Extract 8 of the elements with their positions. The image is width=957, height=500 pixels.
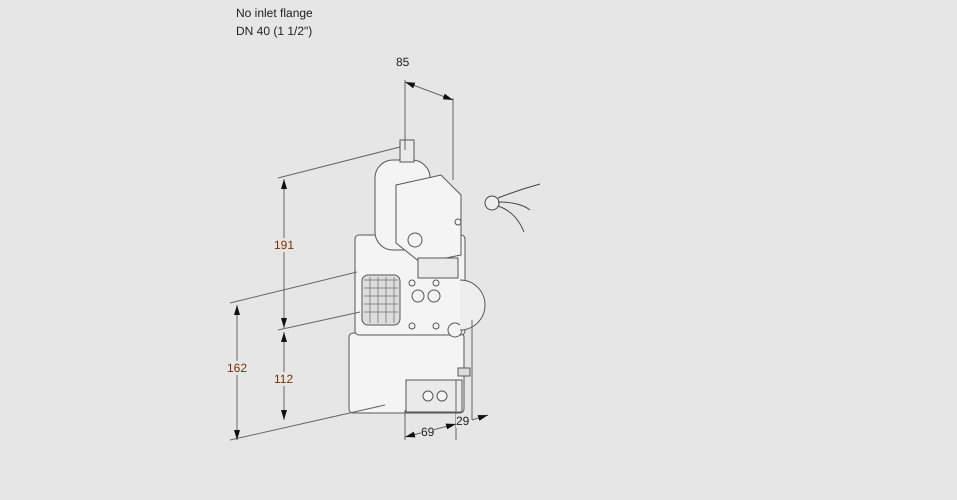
dimension-value: 191 [274,238,294,252]
dimension-value: 112 [274,372,294,386]
note-text: No inlet flange [236,6,313,20]
note-text: DN 40 (1 1/2") [236,24,312,38]
dimension-value: 69 [421,425,434,439]
dimension-value: 162 [227,361,248,375]
dimension-value: 85 [396,55,410,69]
dimension-value: 29 [456,414,470,428]
